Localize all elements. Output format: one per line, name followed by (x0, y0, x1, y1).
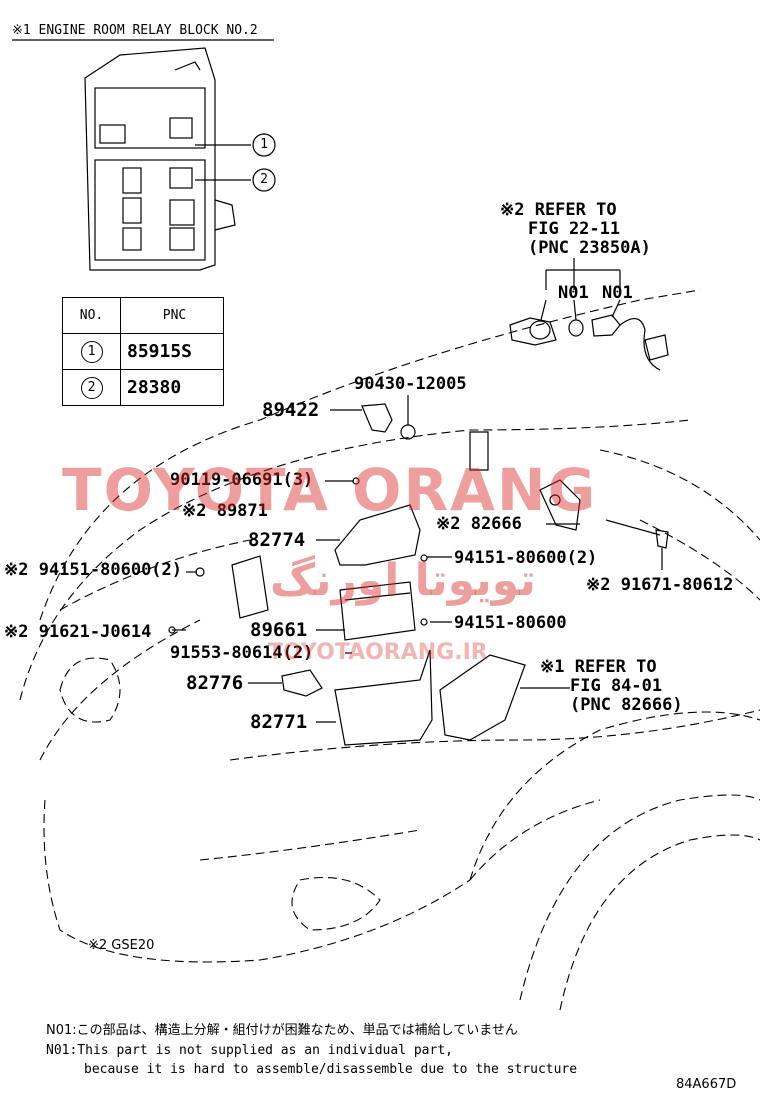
part-94151-b: 94151-80600(2) (454, 548, 598, 568)
sensor-assembly-drawing (509, 258, 669, 371)
housing-82771-drawing (334, 649, 433, 746)
ecu-89661-drawing (339, 581, 416, 641)
watermark-main: TOYOTA ORANG (62, 456, 598, 524)
callout-2: 2 (260, 172, 268, 187)
refer-top-line2: FIG 22-11 (528, 219, 621, 239)
part-82666: ※2 82666 (436, 514, 522, 534)
note-japanese: N01:この部品は、構造上分解・組付けが困難なため、単品では補給していません (46, 1023, 518, 1038)
bracket-89871-drawing (231, 555, 269, 619)
col-pnc-header: PNC (120, 297, 224, 334)
part-82774: 82774 (248, 529, 306, 551)
refer-bottom-line1: ※1 REFER TO (540, 657, 657, 677)
row-pnc: 28380 (120, 369, 224, 406)
part-90430: 90430-12005 (354, 374, 467, 394)
part-89871: ※2 89871 (182, 501, 268, 521)
part-90119: 90119-06691(3) (170, 470, 314, 490)
refer-bottom-line2: FIG 84-01 (570, 676, 663, 696)
refer-top-line3: (PNC 23850A) (528, 238, 651, 258)
n01-right-label: N01 (602, 283, 633, 303)
part-94151-a: ※2 94151-80600(2) (4, 560, 183, 580)
part-89422: 89422 (262, 399, 320, 421)
watermark-url: TOYOTAORANG.IR (268, 640, 488, 665)
note-english-1: N01:This part is not supplied as an indi… (46, 1043, 453, 1058)
car-outline-drawing (19, 289, 760, 1011)
figure-code: 84A667D (676, 1077, 737, 1092)
row-number: 1 (80, 341, 103, 363)
refer-bottom-line3: (PNC 82666) (570, 695, 683, 715)
part-94151-c: 94151-80600 (454, 613, 567, 633)
callout-1: 1 (260, 137, 268, 152)
table-row: 2 28380 (62, 369, 224, 406)
sensor-89422-drawing (361, 403, 393, 433)
n01-left-label: N01 (558, 283, 589, 303)
part-82776: 82776 (186, 672, 244, 694)
bracket-82666-refer-drawing (439, 654, 526, 741)
grommet-82776-drawing (281, 669, 323, 697)
relay-block-drawing (84, 47, 251, 271)
part-89661: 89661 (250, 619, 308, 641)
header-title: ※1 ENGINE ROOM RELAY BLOCK NO.2 (12, 23, 258, 38)
part-82771: 82771 (250, 711, 308, 733)
pnc-table: NO. PNC 1 85915S 2 28380 (62, 297, 224, 406)
table-row: 1 85915S (62, 333, 224, 370)
ecu-cover-drawing (334, 504, 421, 566)
refer-top-line1: ※2 REFER TO (500, 200, 617, 220)
part-91553: 91553-80614(2) (170, 643, 314, 663)
row-number: 2 (80, 377, 103, 399)
watermark-persian: تویوتا اورنگ (270, 555, 536, 606)
note-english-2: because it is hard to assemble/disassemb… (84, 1062, 578, 1077)
part-91671: ※2 91671-80612 (586, 575, 734, 595)
part-91621: ※2 91621-J0614 (4, 622, 152, 642)
col-no-header: NO. (62, 297, 121, 334)
footnote-gse20: ※2 GSE20 (88, 938, 155, 953)
row-pnc: 85915S (120, 333, 224, 370)
pnc-table-header: NO. PNC (62, 297, 224, 334)
bracket-82666-drawing (539, 479, 581, 531)
